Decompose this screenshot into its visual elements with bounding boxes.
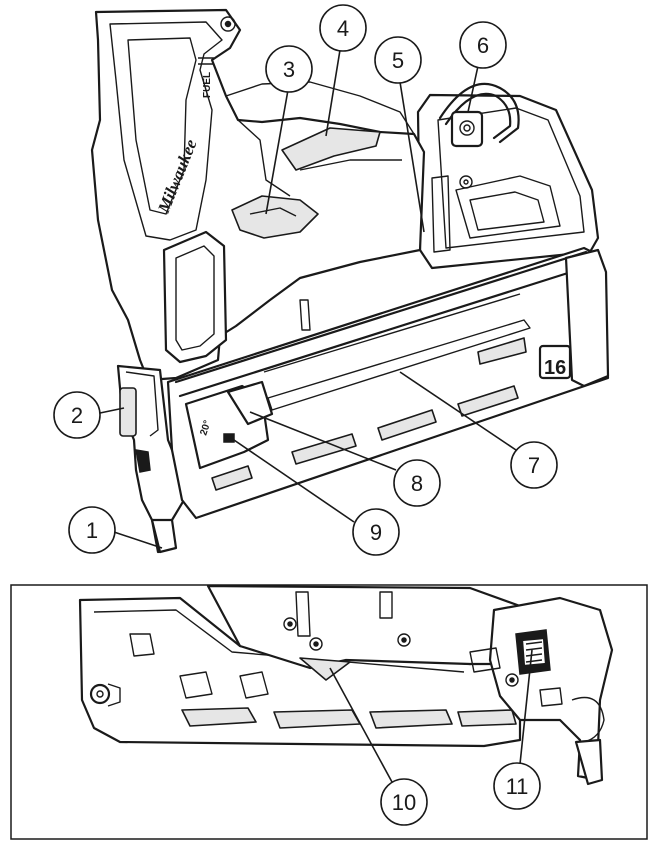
fuel-text: FUEL	[202, 72, 213, 98]
nose-assembly	[116, 364, 186, 554]
callout-4-label: 4	[337, 16, 349, 41]
detail-view	[10, 584, 648, 840]
callouts: 1 2 3 4 5 6 7 8 9 10	[53, 4, 558, 826]
callout-2-circle	[53, 391, 101, 439]
callout-11-label: 11	[506, 774, 529, 799]
callout-7-circle	[510, 441, 558, 489]
callout-10-label: 10	[392, 790, 416, 815]
callout-7-label: 7	[528, 453, 540, 478]
callout-4-circle	[319, 4, 367, 52]
tool-body	[90, 8, 426, 382]
detail-frame	[10, 584, 648, 840]
callout-8-circle	[393, 459, 441, 507]
callout-8-label: 8	[411, 471, 423, 496]
callout-3-circle	[265, 45, 313, 93]
callout-10-circle	[380, 778, 428, 826]
battery-pack	[416, 93, 600, 270]
belt-hook	[438, 82, 520, 148]
callout-3-label: 3	[283, 57, 295, 82]
gauge-text: 16	[544, 357, 566, 379]
magazine: 16 20°	[166, 246, 610, 520]
callout-2-label: 2	[71, 403, 83, 428]
nailer-main-view: Milwaukee FUEL	[90, 8, 610, 554]
callout-6-label: 6	[477, 33, 489, 58]
callout-9-label: 9	[370, 520, 382, 545]
callout-9-circle	[352, 508, 400, 556]
callout-6-circle	[459, 21, 507, 69]
angle-text: 20°	[198, 419, 213, 437]
callout-5-label: 5	[392, 48, 404, 73]
callout-11-circle	[493, 762, 541, 810]
callout-1-label: 1	[86, 518, 98, 543]
callout-5-circle	[374, 36, 422, 84]
callout-1-circle	[68, 506, 116, 554]
